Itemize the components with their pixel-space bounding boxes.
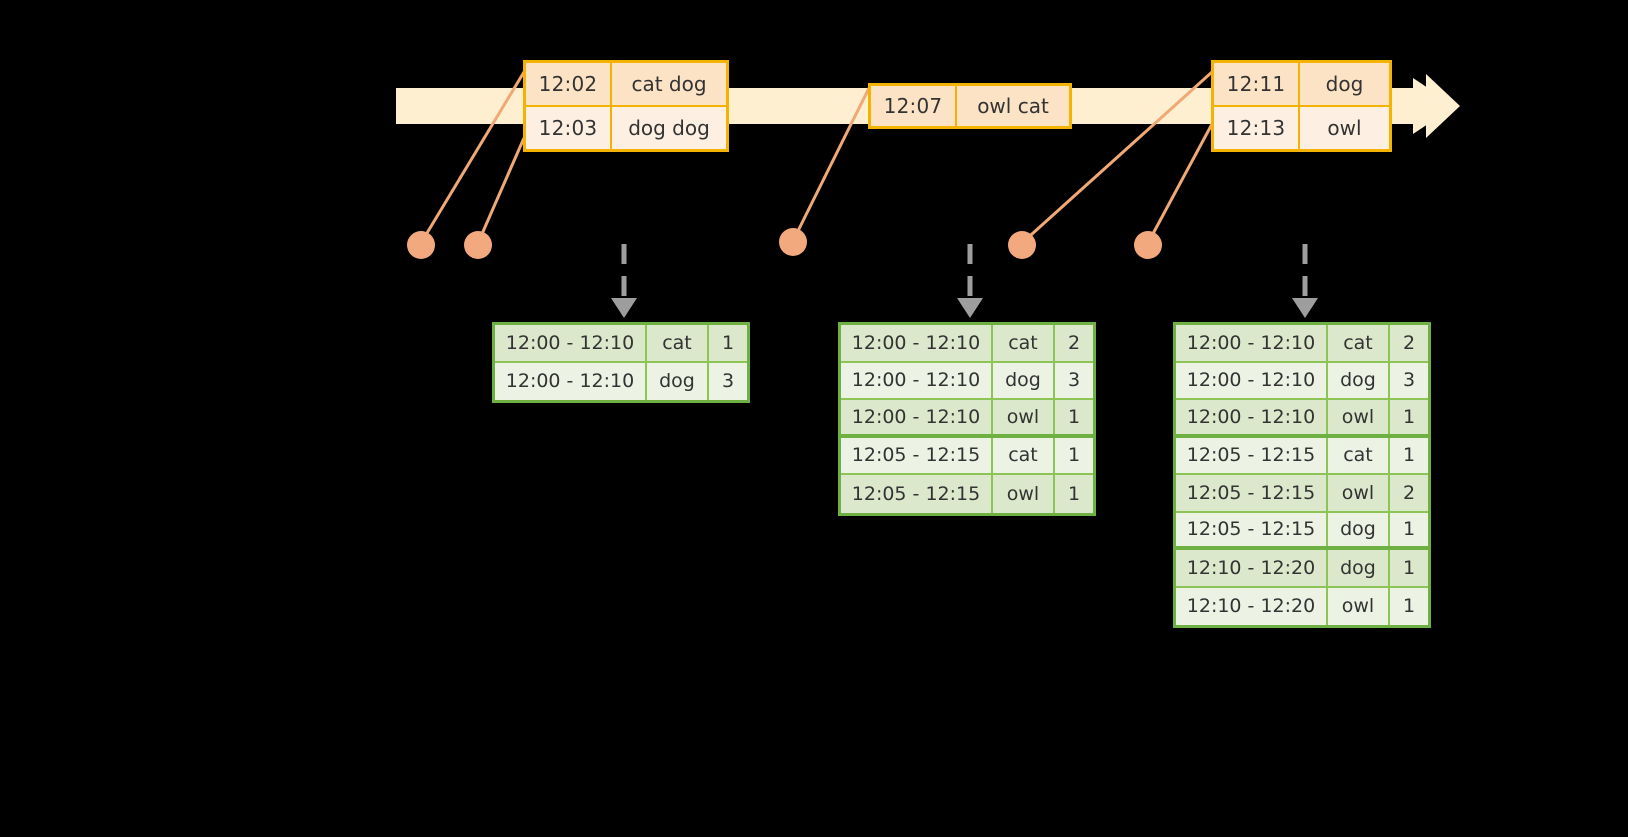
event-time: 12:13 (1214, 107, 1300, 149)
cell-count: 1 (1402, 556, 1416, 579)
cell-window: 12:05 - 12:15 (1176, 512, 1328, 546)
cell-word: owl (993, 475, 1055, 513)
cell-word: owl (993, 400, 1055, 434)
cell-word: owl (1328, 400, 1390, 434)
connector-line-4 (1020, 70, 1214, 245)
cell-word: cat (993, 325, 1055, 361)
event-words: dog dog (628, 116, 710, 140)
cell-count: 1 (1067, 405, 1081, 428)
cell-word: dog (1328, 512, 1390, 546)
event-words: cat dog (631, 72, 707, 96)
cell-word: dog (1328, 550, 1390, 586)
cell-count: 1 (1067, 444, 1081, 467)
cell-count: 3 (1402, 369, 1416, 392)
cell-word: cat (1328, 325, 1390, 361)
event-dot-2 (464, 231, 492, 259)
event-time: 12:02 (526, 63, 612, 105)
cell-window: 12:00 - 12:10 (495, 325, 647, 361)
cell-count: 1 (1402, 518, 1416, 541)
event-words: dog (1325, 72, 1364, 96)
connector-line-3 (791, 87, 871, 242)
cell-word: dog (1328, 362, 1390, 398)
cell-word: dog (993, 362, 1055, 398)
cell-word: cat (647, 325, 709, 361)
event-words: owl (1327, 116, 1362, 140)
event-words: owl cat (977, 94, 1049, 118)
cell-window: 12:05 - 12:15 (841, 475, 993, 513)
cell-count: 1 (1402, 595, 1416, 618)
cell-count: 2 (1402, 331, 1416, 354)
cell-word: owl (1328, 475, 1390, 511)
event-dot-4 (1008, 231, 1036, 259)
cell-window: 12:00 - 12:10 (1176, 400, 1328, 434)
cell-count: 1 (721, 331, 735, 354)
dashed-arrow-2 (957, 244, 983, 318)
event-time: 12:03 (526, 107, 612, 149)
cell-word: cat (993, 437, 1055, 473)
event-dot-1 (407, 231, 435, 259)
dashed-arrow-3 (1292, 244, 1318, 318)
cell-word: cat (1328, 437, 1390, 473)
cell-window: 12:00 - 12:10 (1176, 362, 1328, 398)
event-group-2[interactable]: 12:07 owl cat (868, 83, 1072, 129)
cell-window: 12:00 - 12:10 (841, 325, 993, 361)
event-row[interactable]: 12:11 dog (1214, 63, 1389, 105)
event-row[interactable]: 12:07 owl cat (871, 86, 1069, 126)
cell-window: 12:05 - 12:15 (841, 437, 993, 473)
cell-count: 3 (1067, 369, 1081, 392)
cell-window: 12:00 - 12:10 (495, 362, 647, 400)
dashed-arrow-1 (611, 244, 637, 318)
cell-window: 12:00 - 12:10 (841, 400, 993, 434)
event-row[interactable]: 12:13 owl (1214, 105, 1389, 149)
cell-count: 3 (721, 370, 735, 393)
event-time: 12:11 (1214, 63, 1300, 105)
event-dot-3 (779, 228, 807, 256)
event-row[interactable]: 12:02 cat dog (526, 63, 726, 105)
cell-window: 12:10 - 12:20 (1176, 587, 1328, 625)
cell-word: dog (647, 362, 709, 400)
connector-line-2 (476, 137, 526, 244)
cell-window: 12:00 - 12:10 (841, 362, 993, 398)
cell-word: owl (1328, 587, 1390, 625)
timeline-arrowhead-solid (1413, 78, 1455, 134)
event-group-1[interactable]: 12:02 cat dog 12:03 dog dog (523, 60, 729, 152)
event-dot-5 (1134, 231, 1162, 259)
connector-line-5 (1146, 123, 1214, 244)
cell-window: 12:10 - 12:20 (1176, 550, 1328, 586)
cell-count: 2 (1402, 481, 1416, 504)
cell-window: 12:00 - 12:10 (1176, 325, 1328, 361)
cell-count: 1 (1402, 444, 1416, 467)
event-time: 12:07 (871, 86, 957, 126)
cell-count: 1 (1067, 482, 1081, 505)
connector-line-1 (419, 71, 526, 244)
cell-window: 12:05 - 12:15 (1176, 475, 1328, 511)
cell-window: 12:05 - 12:15 (1176, 437, 1328, 473)
cell-count: 1 (1402, 405, 1416, 428)
event-row[interactable]: 12:03 dog dog (526, 105, 726, 149)
cell-count: 2 (1067, 331, 1081, 354)
event-group-3[interactable]: 12:11 dog 12:13 owl (1211, 60, 1392, 152)
